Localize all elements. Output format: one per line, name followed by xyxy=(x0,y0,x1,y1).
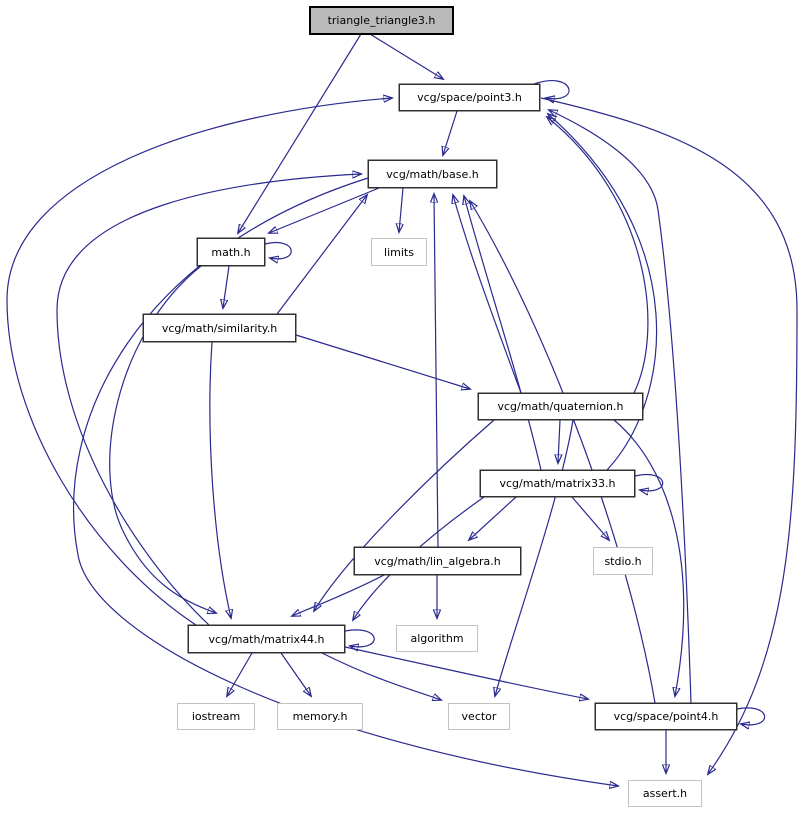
edge-base-to-assert xyxy=(73,177,618,786)
edge-root-to-math xyxy=(238,33,362,233)
edge-lin-algebra-to-base xyxy=(434,194,439,548)
node-vcg-math-quaternion-h[interactable]: vcg/math/quaternion.h xyxy=(478,393,643,420)
edge-quaternion-to-vector xyxy=(495,419,574,696)
node-vcg-space-point3-h[interactable]: vcg/space/point3.h xyxy=(399,84,540,111)
edge-root-to-point3 xyxy=(369,33,443,79)
selfloop-point4 xyxy=(736,707,766,725)
selfloop-matrix44 xyxy=(344,629,375,647)
node-vector: vector xyxy=(448,703,510,730)
edge-similarity-to-base xyxy=(276,195,367,315)
node-iostream: iostream xyxy=(177,703,255,730)
edge-matrix44-to-point3 xyxy=(6,98,392,626)
node-triangle-triangle3-h: triangle_triangle3.h xyxy=(310,7,453,34)
edge-quaternion-to-matrix33 xyxy=(558,419,560,463)
edge-point3-to-base xyxy=(443,110,458,155)
node-vcg-math-matrix44-h[interactable]: vcg/math/matrix44.h xyxy=(188,625,345,653)
edge-similarity-to-matrix44 xyxy=(209,341,231,618)
node-vcg-space-point4-h[interactable]: vcg/space/point4.h xyxy=(595,703,737,730)
edge-matrix33-to-base xyxy=(464,196,542,471)
node-math-h[interactable]: math.h xyxy=(197,238,265,266)
edge-matrix44-to-base xyxy=(56,174,361,626)
edge-matrix44-to-vector xyxy=(321,652,441,700)
edge-similarity-to-quaternion xyxy=(295,334,470,389)
node-limits: limits xyxy=(371,238,427,266)
edge-base-to-limits xyxy=(399,187,403,232)
node-vcg-math-matrix33-h[interactable]: vcg/math/matrix33.h xyxy=(480,470,635,497)
edge-quaternion-to-base xyxy=(453,195,522,394)
edge-quaternion-to-point3 xyxy=(547,117,649,394)
node-algorithm: algorithm xyxy=(396,625,478,652)
edge-matrix33-to-stdio xyxy=(571,496,609,540)
edge-math-to-similarity xyxy=(223,265,230,308)
edge-lin-algebra-to-matrix44 xyxy=(292,574,385,616)
edge-point4-to-point3 xyxy=(549,110,692,704)
edge-matrix44-to-memory xyxy=(280,652,311,696)
selfloop-math xyxy=(264,242,292,259)
selfloop-matrix33 xyxy=(634,474,664,491)
node-assert-h: assert.h xyxy=(628,780,702,807)
edge-point3-to-assert xyxy=(540,97,798,774)
edge-quaternion-to-matrix44 xyxy=(314,419,495,611)
node-stdio-h: stdio.h xyxy=(593,547,653,575)
edge-matrix33-to-point3 xyxy=(548,114,658,471)
node-memory-h: memory.h xyxy=(277,703,363,730)
node-vcg-math-similarity-h[interactable]: vcg/math/similarity.h xyxy=(143,314,296,342)
edge-matrix44-to-point4 xyxy=(344,646,588,699)
edge-matrix44-to-iostream xyxy=(227,652,253,696)
edge-matrix33-to-lin-algebra xyxy=(469,496,517,540)
selfloop-point3 xyxy=(533,79,570,99)
node-vcg-math-lin-algebra-h[interactable]: vcg/math/lin_algebra.h xyxy=(354,547,521,575)
edge-quaternion-to-point4 xyxy=(613,419,685,696)
edge-point4-to-base xyxy=(470,201,656,704)
node-vcg-math-base-h[interactable]: vcg/math/base.h xyxy=(368,160,497,188)
